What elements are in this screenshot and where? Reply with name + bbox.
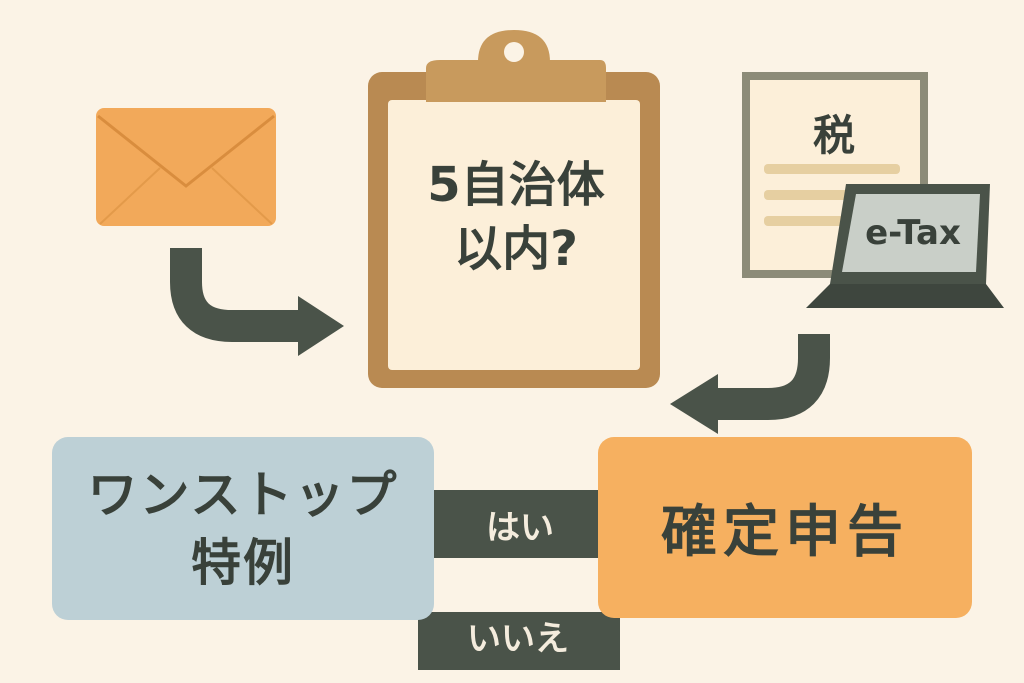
arrow-laptop-to-kakutei <box>670 334 830 434</box>
tax-document-icon <box>742 72 928 278</box>
kakutei-shinkoku-box: 確定申告 <box>598 437 972 618</box>
onestop-tokurei-box: ワンストップ 特例 <box>52 437 434 620</box>
laptop-icon <box>806 184 1004 308</box>
yes-label: はい <box>486 507 554 548</box>
no-tag-shape <box>418 600 620 670</box>
yes-tag-shape <box>434 490 600 558</box>
clipboard-question: 5自治体 以内? <box>427 157 605 277</box>
envelope-icon <box>96 108 276 226</box>
tax-document-label: 税 <box>812 110 855 160</box>
no-label: いいえ <box>467 618 569 659</box>
arrow-envelope-to-clipboard <box>170 248 344 356</box>
clipboard-icon <box>368 30 660 388</box>
etax-screen-label: e-Tax <box>865 213 961 253</box>
